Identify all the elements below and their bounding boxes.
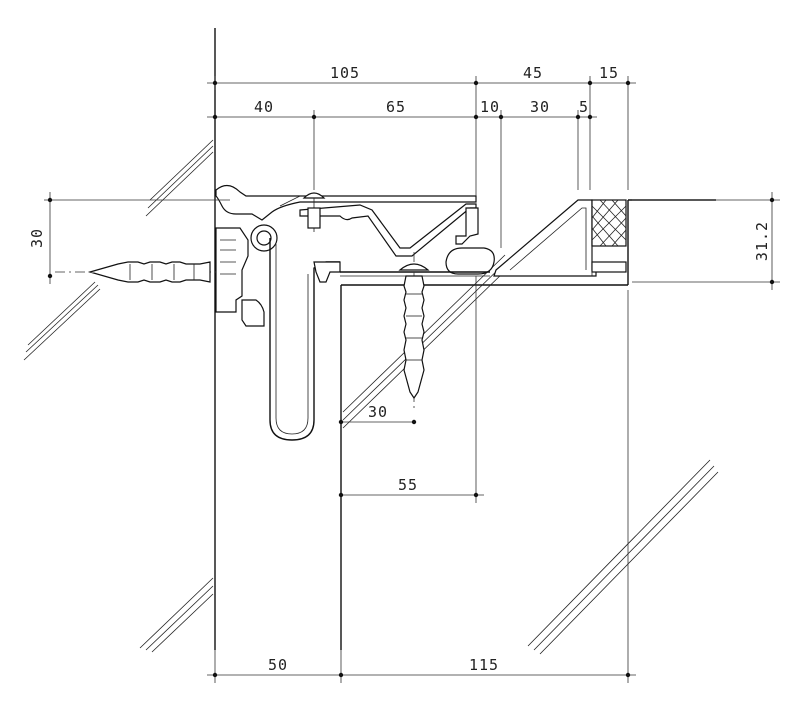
dim-40: 40 (254, 98, 274, 116)
left-anchor-bracket (215, 224, 278, 327)
bottom-dimension (207, 290, 636, 683)
dim-45: 45 (523, 64, 543, 82)
dim-30-dowel: 30 (368, 403, 388, 421)
dim-115: 115 (469, 656, 499, 674)
dim-105: 105 (330, 64, 360, 82)
dim-5: 5 (579, 98, 589, 116)
right-height-dimension (632, 192, 780, 290)
dim-30-left: 30 (28, 228, 46, 248)
cover-profile (215, 184, 495, 275)
flexible-membrane (269, 238, 490, 441)
left-wall (23, 28, 216, 653)
reveal-depth-dimension (338, 276, 484, 503)
screw-cap-top (302, 192, 326, 232)
dim-10: 10 (480, 98, 500, 116)
dim-31-2: 31.2 (753, 221, 771, 261)
dim-50: 50 (268, 656, 288, 674)
horizontal-anchor (55, 261, 216, 283)
top-outer-dimension (207, 76, 636, 196)
dim-65: 65 (386, 98, 406, 116)
dowel-offset-dimension (338, 419, 417, 425)
dim-15: 15 (599, 64, 619, 82)
dim-30-top: 30 (530, 98, 550, 116)
vertical-anchor (398, 252, 430, 412)
ramp-cover (493, 199, 597, 277)
dim-55: 55 (398, 476, 418, 494)
top-inner-dimension (207, 110, 597, 248)
compression-seal (591, 199, 627, 276)
left-height-dimension (44, 192, 230, 284)
